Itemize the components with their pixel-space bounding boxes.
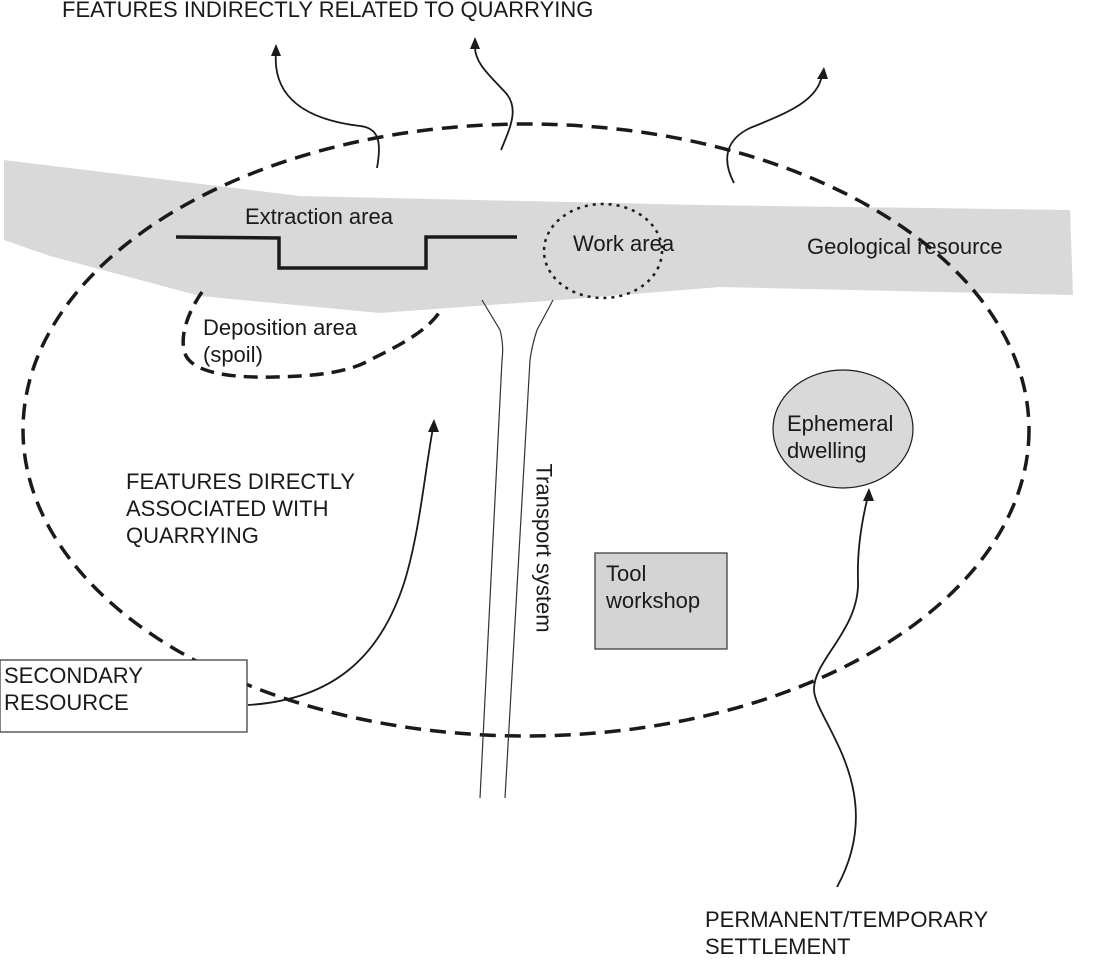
deposition-label-line1: Deposition area bbox=[203, 315, 358, 340]
secondary-resource-label: SECONDARY RESOURCE bbox=[4, 662, 143, 716]
geological-resource-label: Geological resource bbox=[807, 234, 1003, 259]
tool-workshop-label: Tool workshop bbox=[606, 560, 700, 614]
direct-arrow-head bbox=[428, 419, 439, 432]
ephemeral-label-line1: Ephemeral bbox=[787, 411, 894, 436]
indirect-arrow-middle bbox=[474, 44, 514, 151]
ephemeral-dwelling-label: Ephemeral dwelling bbox=[787, 410, 893, 464]
direct-features-label: FEATURES DIRECTLY ASSOCIATED WITH QUARRY… bbox=[126, 468, 355, 549]
indirect-arrow-left-head bbox=[271, 44, 281, 56]
tool-label-line2: workshop bbox=[606, 588, 701, 613]
direct-label-line1: FEATURES DIRECTLY bbox=[126, 469, 355, 494]
geological-resource-band bbox=[4, 160, 1073, 313]
indirect-arrow-middle-head bbox=[470, 37, 480, 49]
secondary-label-line1: SECONDARY bbox=[4, 663, 143, 688]
settlement-arrow bbox=[813, 495, 869, 888]
indirect-arrow-right-head bbox=[817, 67, 828, 79]
work-area-circle bbox=[542, 202, 664, 300]
extraction-area-profile bbox=[175, 235, 517, 270]
settlement-arrow-head bbox=[863, 488, 874, 501]
quarry-boundary-ellipse bbox=[21, 122, 1031, 738]
deposition-label-line2: (spoil) bbox=[203, 342, 263, 367]
direct-label-line3: QUARRYING bbox=[126, 523, 259, 548]
indirect-features-label: FEATURES INDIRECTLY RELATED TO QUARRYING bbox=[62, 0, 594, 22]
direct-arrow bbox=[247, 427, 434, 706]
work-area-label: Work area bbox=[573, 231, 675, 256]
tool-workshop-shape bbox=[594, 552, 728, 650]
transport-road-right-edge bbox=[504, 299, 554, 799]
indirect-arrow-left bbox=[274, 51, 380, 169]
deposition-area-outline bbox=[181, 290, 444, 379]
transport-system-label: Transport system bbox=[531, 463, 557, 633]
settlement-label-line2: SETTLEMENT bbox=[705, 934, 851, 959]
tool-label-line1: Tool bbox=[606, 561, 647, 586]
settlement-label: PERMANENT/TEMPORARY SETTLEMENT bbox=[705, 906, 988, 960]
indirect-arrow-right bbox=[726, 74, 823, 184]
ephemeral-dwelling-shape bbox=[772, 369, 914, 489]
settlement-label-line1: PERMANENT/TEMPORARY bbox=[705, 907, 989, 932]
ephemeral-label-line2: dwelling bbox=[787, 438, 867, 463]
secondary-label-line2: RESOURCE bbox=[4, 690, 129, 715]
secondary-resource-box bbox=[0, 659, 248, 733]
direct-label-line2: ASSOCIATED WITH bbox=[126, 496, 329, 521]
extraction-area-label: Extraction area bbox=[245, 204, 393, 229]
deposition-area-label: Deposition area (spoil) bbox=[203, 314, 357, 368]
transport-road-left-edge bbox=[479, 299, 504, 799]
